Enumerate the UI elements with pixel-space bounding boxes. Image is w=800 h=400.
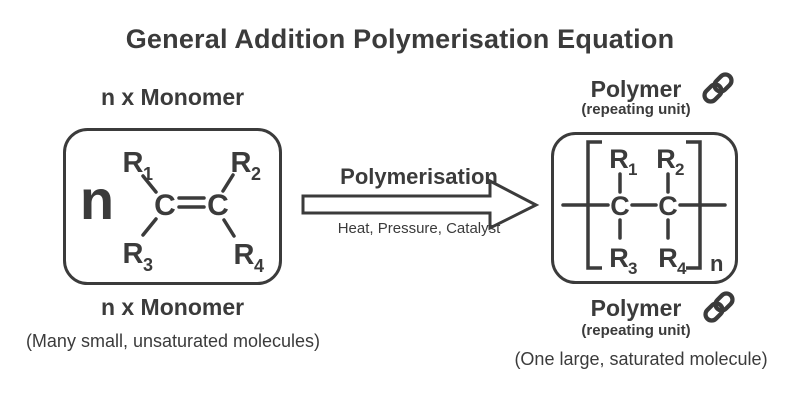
polymer-carbon-left: C <box>610 191 630 221</box>
monomer-box-border <box>63 128 282 285</box>
polymer-r4-label: R <box>658 243 678 273</box>
monomer-label-top: n x Monomer <box>100 84 245 110</box>
monomer-coefficient: n <box>80 168 114 231</box>
monomer-carbon-right: C <box>207 189 229 222</box>
polymer-r3-label: R <box>609 243 629 273</box>
repeating-unit-label-bottom: (repeating unit) <box>581 322 691 339</box>
polymer-r4-subscript: 4 <box>677 259 687 278</box>
polymer-r2-subscript: 2 <box>675 160 684 179</box>
monomer-carbon-left: C <box>154 189 176 222</box>
polymer-r1-label: R <box>609 144 629 174</box>
bond-r3-c <box>141 217 158 237</box>
polymer-label-top: Polymer <box>590 76 682 102</box>
monomer-box: n R 1 R 2 R 3 R 4 C C <box>63 128 282 285</box>
polymer-label-bottom: Polymer <box>590 295 682 321</box>
polymer-carbon-right: C <box>658 191 678 221</box>
chain-link-icon <box>702 72 734 104</box>
polymer-box-border <box>551 132 738 284</box>
reaction-arrow <box>301 178 540 231</box>
r1-label: R <box>123 147 144 179</box>
polymer-bonds <box>561 172 727 240</box>
polymer-r1-subscript: 1 <box>628 160 637 179</box>
bond-r4-c <box>222 218 236 238</box>
bond-r1-c <box>141 174 158 194</box>
polymerisation-label: Polymerisation <box>340 164 498 189</box>
r4-label: R <box>234 239 255 271</box>
r2-label: R <box>231 147 252 179</box>
r4-subscript: 4 <box>254 256 264 276</box>
reaction-conditions: Heat, Pressure, Catalyst <box>337 220 501 237</box>
reaction-arrow-outline <box>301 178 540 231</box>
r2-subscript: 2 <box>251 164 261 184</box>
r3-subscript: 3 <box>143 255 153 275</box>
repeat-subscript: n <box>710 251 723 276</box>
monomer-caption: (Many small, unsaturated molecules) <box>25 331 321 351</box>
monomer-bonds <box>141 173 236 238</box>
r1-subscript: 1 <box>143 164 153 184</box>
monomer-label-bottom: n x Monomer <box>100 294 245 320</box>
polymer-r3-subscript: 3 <box>628 259 637 278</box>
repeating-unit-label-top: (repeating unit) <box>581 101 691 118</box>
page-title: General Addition Polymerisation Equation <box>125 24 675 54</box>
polymer-r2-label: R <box>656 144 676 174</box>
bond-r2-c <box>221 173 235 193</box>
polymer-box: n R 1 R 2 R 3 R 4 C C <box>551 132 738 284</box>
chain-link-icon <box>703 291 735 323</box>
r3-label: R <box>123 238 144 270</box>
double-bond <box>177 196 206 209</box>
polymer-caption: (One large, saturated molecule) <box>514 349 768 369</box>
